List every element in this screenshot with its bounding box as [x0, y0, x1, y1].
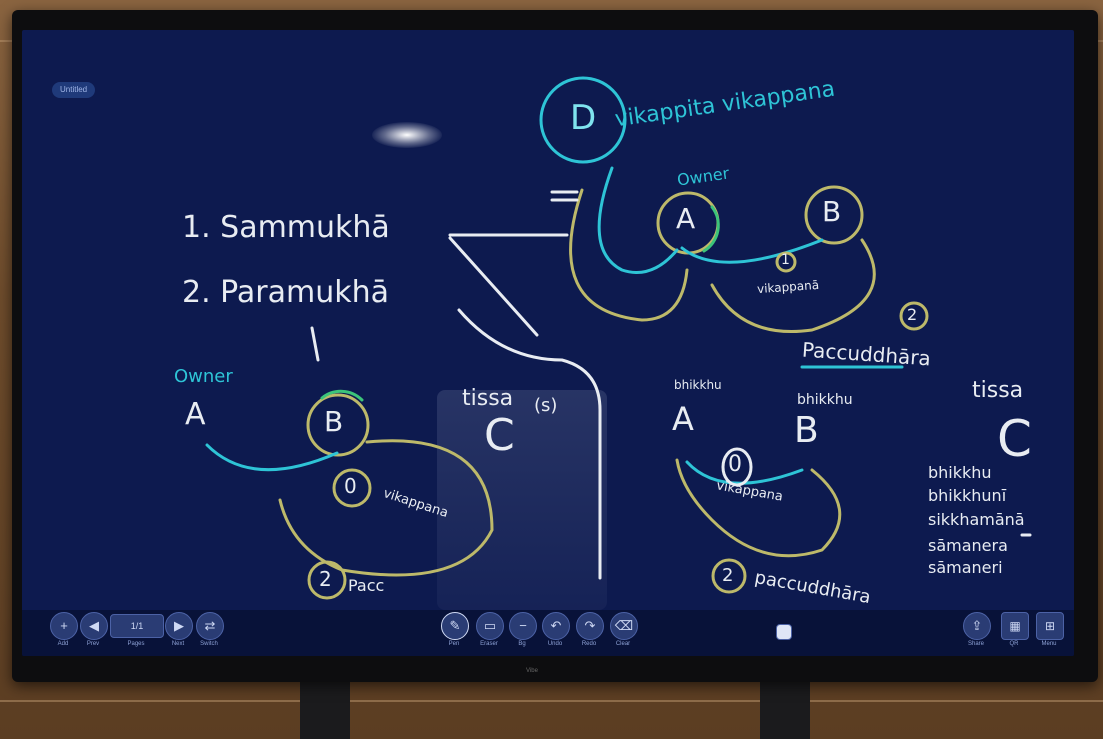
switch-button[interactable]: ⇄: [196, 612, 224, 640]
letter-d: D: [570, 98, 597, 138]
brick-mortar: [0, 700, 1103, 702]
eraser-tool-button[interactable]: ▭: [476, 612, 504, 640]
step-two-right: 2: [722, 565, 734, 586]
list-item: sāmanera: [928, 536, 1008, 555]
tissa-mid-label: tissa: [462, 386, 514, 411]
tool-label: Eraser: [480, 641, 498, 647]
owner-left-label: Owner: [174, 366, 233, 387]
pacc-left-label: Pacc: [348, 576, 385, 595]
node-b-top: B: [822, 195, 842, 228]
step-two-top: 2: [907, 305, 918, 324]
step-zero-right: 0: [728, 452, 742, 477]
monitor-brand-logo: Vibe: [526, 668, 538, 674]
prev-page-button[interactable]: ◀: [80, 612, 108, 640]
screen-glare: [437, 390, 607, 610]
step-two-left: 2: [319, 567, 332, 591]
list-item: sikkhamānā: [928, 510, 1025, 529]
node-b-right: B: [794, 410, 819, 451]
background-tool-button[interactable]: −: [509, 612, 537, 640]
share-button[interactable]: ⇪: [963, 612, 991, 640]
page-indicator[interactable]: 1/1: [110, 614, 164, 638]
ceiling-light-reflection: [372, 122, 442, 148]
s-mid-label: (s): [534, 395, 558, 416]
add-label: Add: [57, 641, 69, 647]
list-item: sāmaneri: [928, 558, 1003, 577]
bhikkhu-b-label: bhikkhu: [797, 392, 853, 408]
right-tool-label: Menu: [1041, 641, 1057, 647]
redo-button[interactable]: ↷: [576, 612, 604, 640]
bhikkhu-a-label: bhikkhu: [674, 378, 722, 392]
right-tool-label: Share: [967, 641, 984, 647]
item-paramukha: 2. Paramukhā: [182, 275, 390, 310]
pages-label: Pages: [127, 641, 145, 647]
node-a-top: A: [676, 202, 696, 235]
clear-button[interactable]: ⌫: [610, 612, 638, 640]
tool-label: Redo: [581, 641, 597, 647]
ink-layer: [205, 76, 1032, 600]
stand-leg-left: [300, 682, 350, 739]
item-sammukha: 1. Sammukhā: [182, 210, 390, 245]
stand-leg-right: [760, 682, 810, 739]
node-b-left: B: [324, 405, 344, 438]
tool-label: Bg: [518, 641, 526, 647]
tool-label: Pen: [448, 641, 460, 647]
tool-label: Clear: [615, 641, 631, 647]
next-page-button[interactable]: ▶: [165, 612, 193, 640]
floating-square-button[interactable]: [776, 624, 792, 640]
step-one-top: 1: [781, 252, 790, 268]
whiteboard-screen[interactable]: Untitled: [22, 30, 1074, 656]
node-a-left: A: [185, 397, 206, 432]
tool-label: Undo: [547, 641, 563, 647]
list-item: bhikkhu: [928, 463, 992, 482]
undo-button[interactable]: ↶: [542, 612, 570, 640]
circle-d: [539, 76, 627, 164]
letter-c-mid: C: [484, 410, 515, 461]
qr-button[interactable]: ▦: [1001, 612, 1029, 640]
right-tool-label: QR: [1009, 641, 1019, 647]
pen-tool-button[interactable]: ✎: [441, 612, 469, 640]
letter-c-right: C: [997, 410, 1032, 468]
board-title-chip[interactable]: Untitled: [52, 82, 96, 98]
switch-label: Switch: [200, 641, 218, 647]
node-a-right: A: [672, 400, 694, 438]
list-item: bhikkhunī: [928, 486, 1007, 505]
tissa-right-label: tissa: [972, 378, 1024, 403]
menu-grid-button[interactable]: ⊞: [1036, 612, 1064, 640]
prev-label: Prev: [86, 641, 100, 647]
next-label: Next: [171, 641, 185, 647]
add-page-button[interactable]: +: [50, 612, 78, 640]
step-zero-left: 0: [344, 474, 357, 498]
